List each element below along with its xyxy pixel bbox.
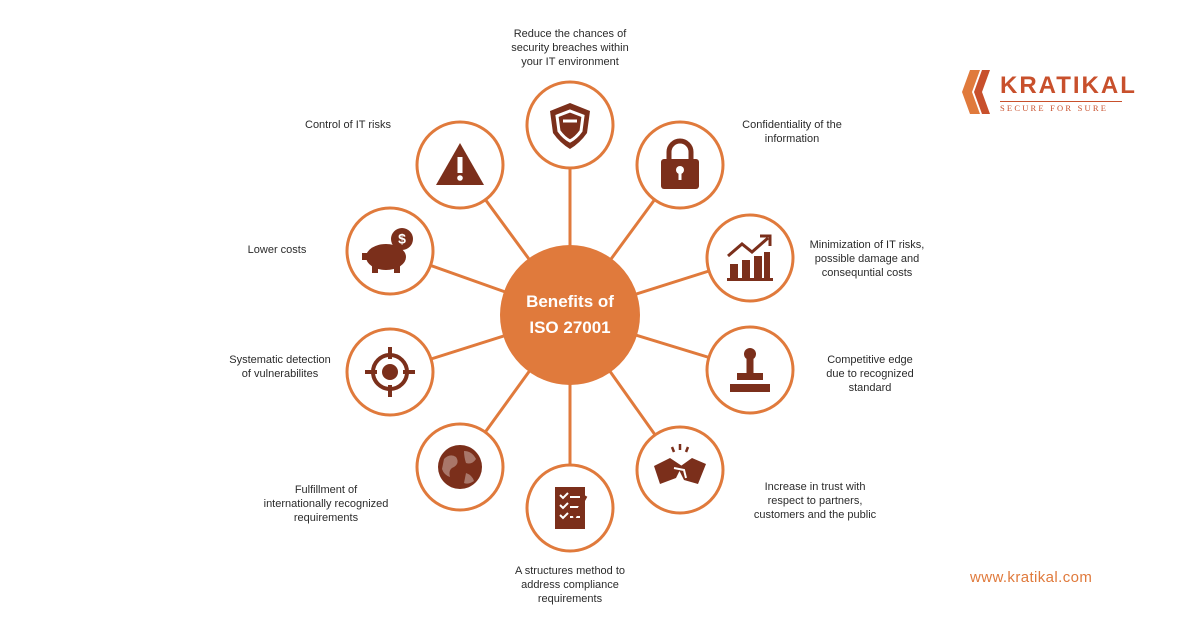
benefit-label: A structures method to address complianc… <box>514 565 626 605</box>
benefit-label: Minimization of IT risks, possible damag… <box>809 239 925 279</box>
benefit-label: Increase in trust with respect to partne… <box>753 481 877 521</box>
kratikal-logo <box>962 70 990 114</box>
checklist-icon <box>555 487 588 529</box>
benefit-label: Control of IT risks <box>305 119 391 131</box>
website-link[interactable]: www.kratikal.com <box>970 569 1093 586</box>
target-icon <box>365 347 415 397</box>
warning-icon <box>436 143 484 185</box>
benefit-label: Confidentiality of the information <box>742 119 842 145</box>
benefit-label: Systematic detection of vulnerabilites <box>229 354 331 380</box>
growth-chart-icon <box>727 234 773 281</box>
lock-icon <box>661 138 699 189</box>
handshake-icon <box>654 444 706 484</box>
globe-icon <box>438 445 482 489</box>
svg-text:$: $ <box>398 231 406 247</box>
benefit-label: Competitive edge due to recognized stand… <box>826 354 914 394</box>
benefit-label: Lower costs <box>247 244 307 256</box>
center-title: Benefits of ISO 27001 <box>526 292 614 337</box>
center-circle <box>500 245 640 385</box>
benefit-label: Reduce the chances of security breaches … <box>511 28 629 68</box>
benefit-label: Fulfillment of internationally recognize… <box>263 484 389 524</box>
shield-icon <box>550 103 590 149</box>
piggy-bank-icon: $ <box>362 228 413 273</box>
brand-name: KRATIKAL <box>1000 72 1137 99</box>
brand-tagline: SECURE FOR SURE <box>1000 101 1122 113</box>
stamp-icon <box>730 348 770 392</box>
